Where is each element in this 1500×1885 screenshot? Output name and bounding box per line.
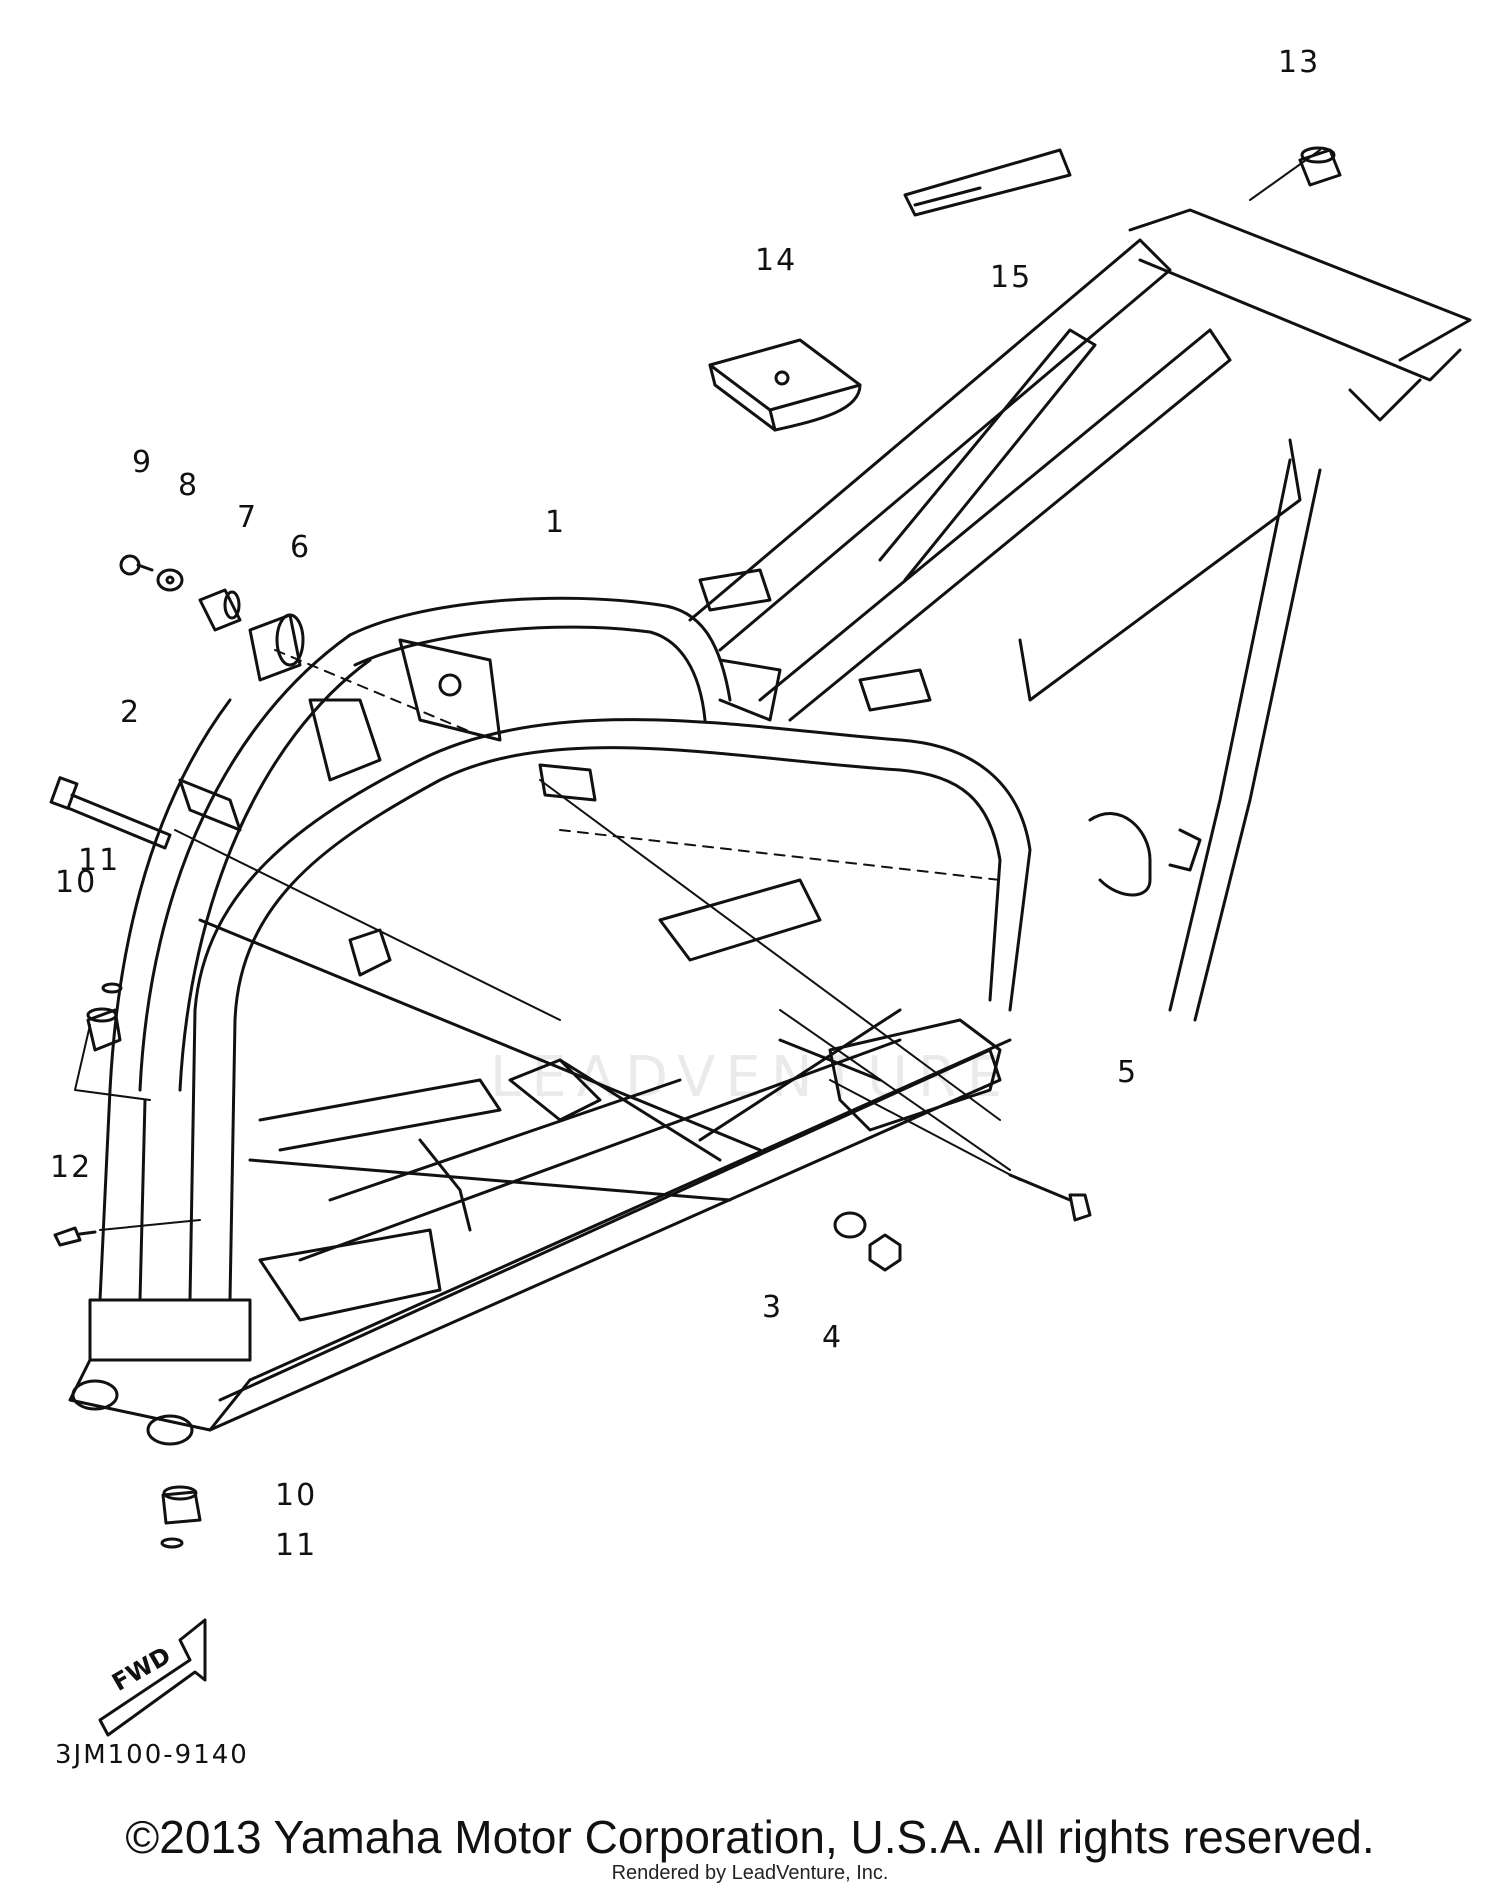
part-11-ring-upper — [101, 982, 123, 994]
part-15-grease-tube — [903, 148, 1072, 217]
lower-frame-rails — [208, 1038, 1012, 1432]
rendered-by-credit: Rendered by LeadVenture, Inc. — [611, 1862, 889, 1884]
fwd-arrow-icon — [98, 1618, 207, 1737]
callout-11b: 11 — [275, 1528, 318, 1563]
cross-members — [178, 568, 1202, 1152]
callout-15: 15 — [990, 260, 1033, 295]
callout-5: 5 — [1117, 1055, 1139, 1090]
part-10-cap-lower — [161, 1485, 202, 1525]
part-7-collar — [198, 588, 242, 632]
rear-upper-rails — [688, 208, 1472, 1022]
callout-9: 9 — [132, 445, 154, 480]
part-14-pad — [708, 338, 862, 432]
part-8-washer — [156, 568, 184, 592]
callout-2: 2 — [120, 695, 142, 730]
leader-lines — [74, 149, 1321, 1231]
part-2-bolt — [49, 776, 172, 850]
callout-7: 7 — [237, 500, 259, 535]
callout-4: 4 — [822, 1320, 844, 1355]
part-12-nipple — [53, 1226, 97, 1247]
callout-10b: 10 — [275, 1478, 318, 1513]
callout-14: 14 — [755, 243, 798, 278]
callout-13: 13 — [1278, 45, 1321, 80]
callout-3: 3 — [762, 1290, 784, 1325]
part-13-cap — [1298, 146, 1342, 187]
copyright-notice: ©2013 Yamaha Motor Corporation, U.S.A. A… — [125, 1811, 1375, 1863]
front-down-tubes — [68, 698, 252, 1446]
watermark: LEADVENTURE — [490, 1045, 1013, 1110]
part-4-nut — [868, 1233, 902, 1272]
diagram-part-code: 3JM100-9140 — [55, 1740, 249, 1770]
callout-6: 6 — [290, 530, 312, 565]
part-9-bolt — [119, 554, 154, 576]
callout-10a: 10 — [55, 865, 98, 900]
callout-1: 1 — [545, 505, 567, 540]
callout-11a: 11 — [78, 843, 121, 878]
part-10-cap-upper — [86, 1007, 122, 1052]
part-6-bushing — [248, 613, 305, 682]
part-3-washer — [833, 1211, 867, 1239]
part-5-bolt — [1008, 1173, 1092, 1222]
callout-8: 8 — [178, 468, 200, 503]
callout-12: 12 — [50, 1150, 93, 1185]
part-11-ring-lower — [160, 1537, 184, 1549]
